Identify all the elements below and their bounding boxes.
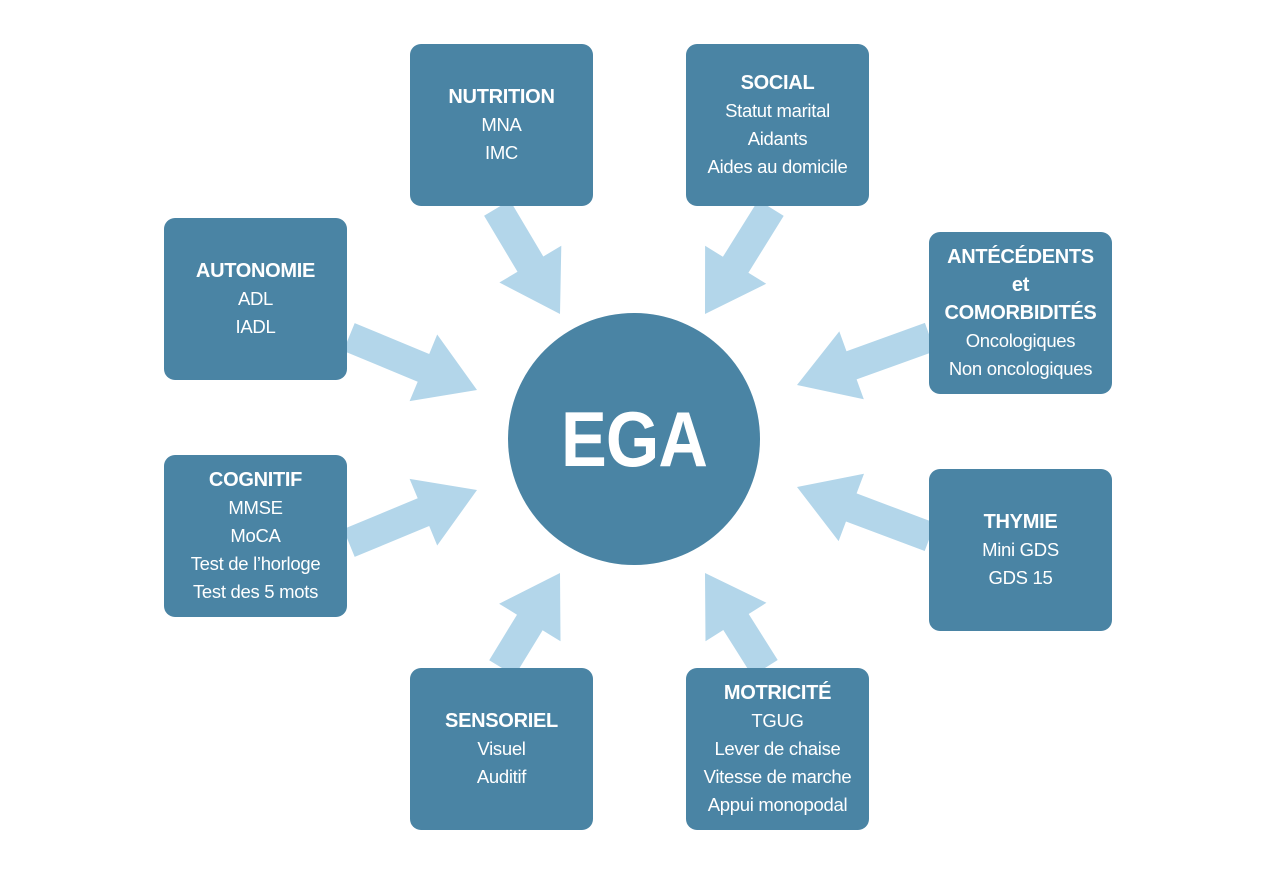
arrow-social <box>705 200 784 314</box>
arrow-nutrition <box>484 200 562 314</box>
box-social: SOCIAL Statut marital Aidants Aides au d… <box>686 44 869 206</box>
box-item: Appui monopodal <box>707 794 848 815</box>
box-item: Statut marital <box>725 100 830 121</box>
box-items: MMSE MoCA Test de l’horloge Test des 5 m… <box>191 494 321 606</box>
box-item: Mini GDS <box>982 539 1059 560</box>
center-label: EGA <box>560 394 708 483</box>
box-item: Aidants <box>747 128 808 149</box>
box-items: Visuel Auditif <box>476 735 527 791</box>
box-items: Statut marital Aidants Aides au domicile <box>708 97 848 181</box>
box-item: GDS 15 <box>988 567 1053 588</box>
box-item: Oncologiques <box>965 330 1076 351</box>
box-thymie: THYMIE Mini GDS GDS 15 <box>929 469 1112 631</box>
box-sensoriel: SENSORIEL Visuel Auditif <box>410 668 593 830</box>
box-cognitif: COGNITIF MMSE MoCA Test de l’horloge Tes… <box>164 455 347 617</box>
box-title: SOCIAL <box>740 72 815 94</box>
box-item: MMSE <box>228 497 283 518</box>
box-item: Non oncologiques <box>948 358 1093 379</box>
box-items: TGUG Lever de chaise Vitesse de marche A… <box>704 707 852 819</box>
box-item: ADL <box>237 288 274 309</box>
box-title: MOTRICITÉ <box>723 682 832 704</box>
box-title-line: COMORBIDITÉS <box>944 302 1097 324</box>
box-items: MNA IMC <box>481 111 522 167</box>
box-items: Oncologiques Non oncologiques <box>948 327 1093 383</box>
box-item: Visuel <box>477 738 526 759</box>
box-item: Aides au domicile <box>707 156 848 177</box>
arrow-motricite <box>705 573 778 676</box>
box-items: ADL IADL <box>236 285 276 341</box>
box-title: AUTONOMIE <box>195 260 316 282</box>
box-item: Test des 5 mots <box>192 581 319 602</box>
box-motricite: MOTRICITÉ TGUG Lever de chaise Vitesse d… <box>686 668 869 830</box>
box-title: COGNITIF <box>208 469 303 491</box>
box-item: Vitesse de marche <box>703 766 852 787</box>
box-title: SENSORIEL <box>445 710 558 732</box>
box-items: Mini GDS GDS 15 <box>982 536 1059 592</box>
arrow-cognitif <box>343 478 477 557</box>
box-item: TGUG <box>751 710 804 731</box>
box-item: Auditif <box>476 766 527 787</box>
center-circle-ega: EGA <box>508 313 760 565</box>
box-item: IMC <box>484 142 518 163</box>
box-item: IADL <box>235 316 276 337</box>
box-autonomie: AUTONOMIE ADL IADL <box>164 218 347 380</box>
box-item: Lever de chaise <box>714 738 841 759</box>
box-item: MoCA <box>230 525 281 546</box>
arrow-antecedents <box>797 322 936 400</box>
box-item: Test de l’horloge <box>190 553 321 574</box>
arrow-autonomie <box>343 323 477 402</box>
box-title-line: ANTÉCÉDENTS <box>947 246 1094 268</box>
box-title: THYMIE <box>983 511 1058 533</box>
box-item: MNA <box>481 114 522 135</box>
box-title: NUTRITION <box>448 86 555 108</box>
box-title-line: et <box>1011 274 1030 296</box>
arrow-thymie <box>797 473 936 551</box>
arrow-sensoriel <box>489 573 561 676</box>
box-antecedents: ANTÉCÉDENTS et COMORBIDITÉS Oncologiques… <box>929 232 1112 394</box>
box-nutrition: NUTRITION MNA IMC <box>410 44 593 206</box>
